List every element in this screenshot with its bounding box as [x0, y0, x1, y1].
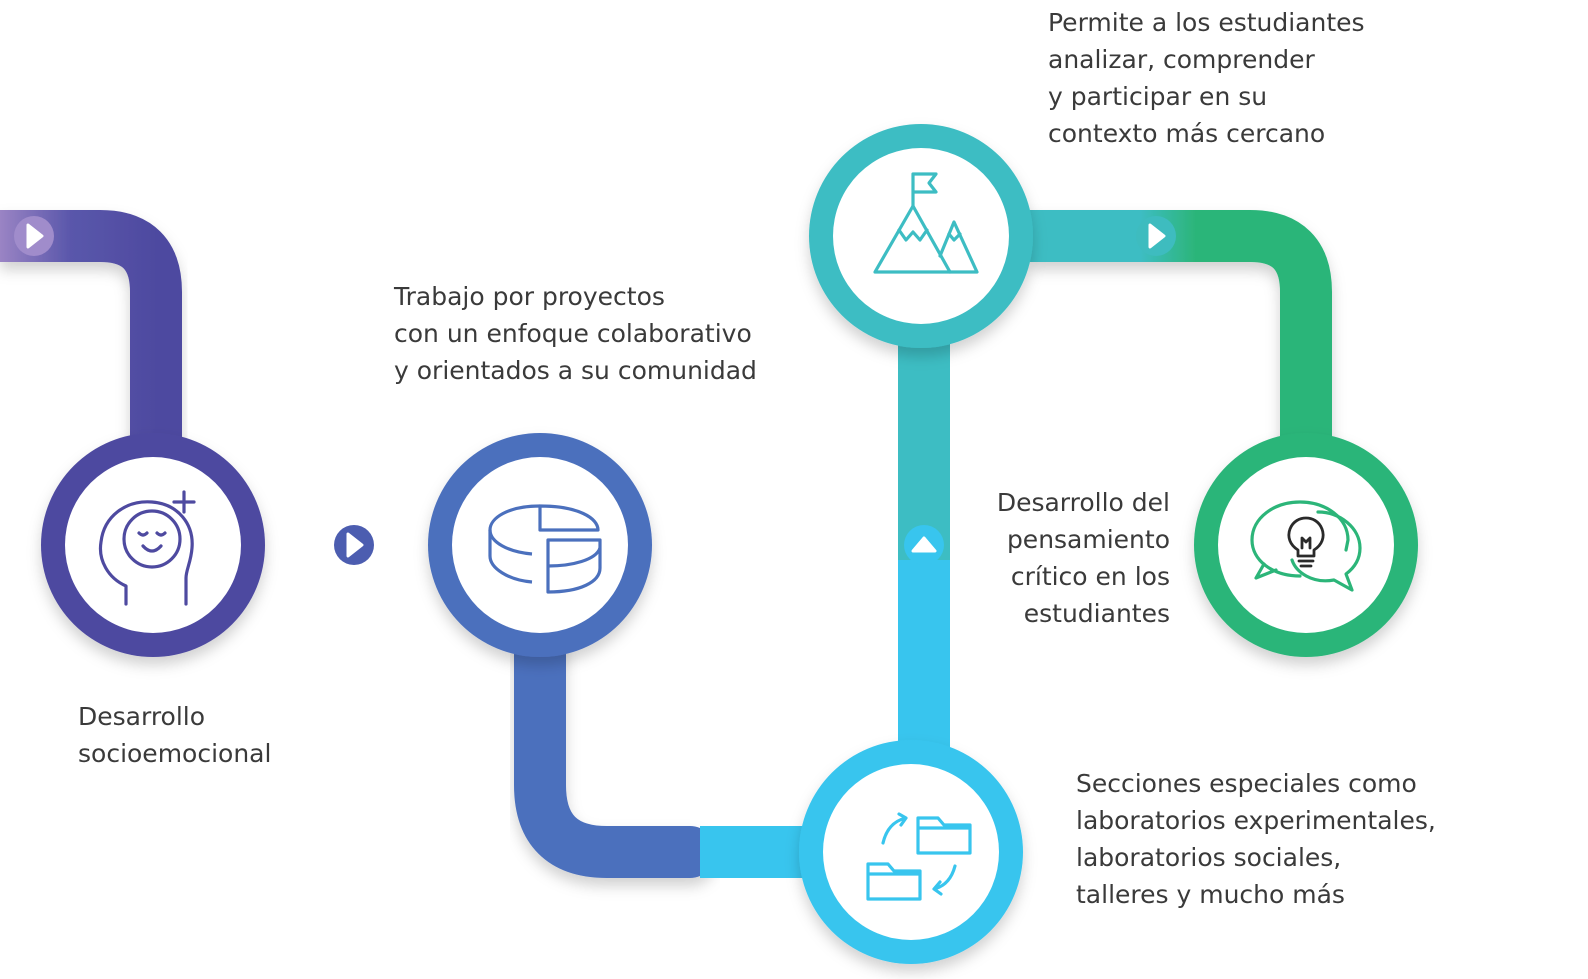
node-critico: [1194, 433, 1418, 657]
track-start: [0, 210, 182, 442]
step-description-socioemocional: Desarrollo socioemocional: [78, 698, 271, 772]
lightbulb-chat-icon: [1250, 500, 1362, 592]
folders-exchange-icon: [866, 812, 972, 901]
step-description-critico: Desarrollo del pensamiento crítico en lo…: [930, 484, 1170, 632]
connector-tracks: [0, 210, 1588, 878]
node-contexto: [809, 124, 1033, 348]
description-line: estudiantes: [1023, 599, 1170, 628]
arrow-marker-start: [14, 216, 54, 256]
arrow-marker-up: [904, 525, 944, 565]
description-line: talleres y mucho más: [1076, 880, 1345, 909]
description-line: analizar, comprender: [1048, 45, 1315, 74]
arrow-marker-middle: [334, 525, 374, 565]
description-line: con un enfoque colaborativo: [394, 319, 752, 348]
description-line: crítico en los: [1010, 562, 1170, 591]
track-proyectos-secciones: [514, 624, 716, 878]
description-line: Desarrollo del: [996, 488, 1170, 517]
description-line: y participar en su: [1048, 82, 1268, 111]
description-line: Permite a los estudiantes: [1048, 8, 1365, 37]
description-line: laboratorios experimentales,: [1076, 806, 1436, 835]
description-line: socioemocional: [78, 739, 272, 768]
description-line: contexto más cercano: [1048, 119, 1326, 148]
description-line: laboratorios sociales,: [1076, 843, 1342, 872]
node-socioemocional: [41, 433, 265, 657]
step-description-secciones: Secciones especiales como laboratorios e…: [1076, 765, 1436, 913]
arrow-markers: [14, 216, 1176, 565]
description-line: Trabajo por proyectos: [394, 282, 665, 311]
pie-chart-icon: [488, 504, 602, 594]
description-line: Desarrollo: [78, 702, 206, 731]
description-line: Secciones especiales como: [1076, 769, 1417, 798]
description-line: y orientados a su comunidad: [394, 356, 757, 385]
arrow-marker-right: [1136, 216, 1176, 256]
node-secciones: [799, 740, 1023, 964]
step-description-proyectos: Trabajo por proyectos con un enfoque col…: [394, 278, 757, 389]
description-line: pensamiento: [1006, 525, 1170, 554]
node-proyectos: [428, 433, 652, 657]
mountain-flag-icon: [873, 172, 979, 274]
head-smile-icon: [98, 490, 196, 606]
step-description-contexto: Permite a los estudiantes analizar, comp…: [1048, 4, 1365, 152]
track-contexto-critico: [1030, 210, 1332, 442]
